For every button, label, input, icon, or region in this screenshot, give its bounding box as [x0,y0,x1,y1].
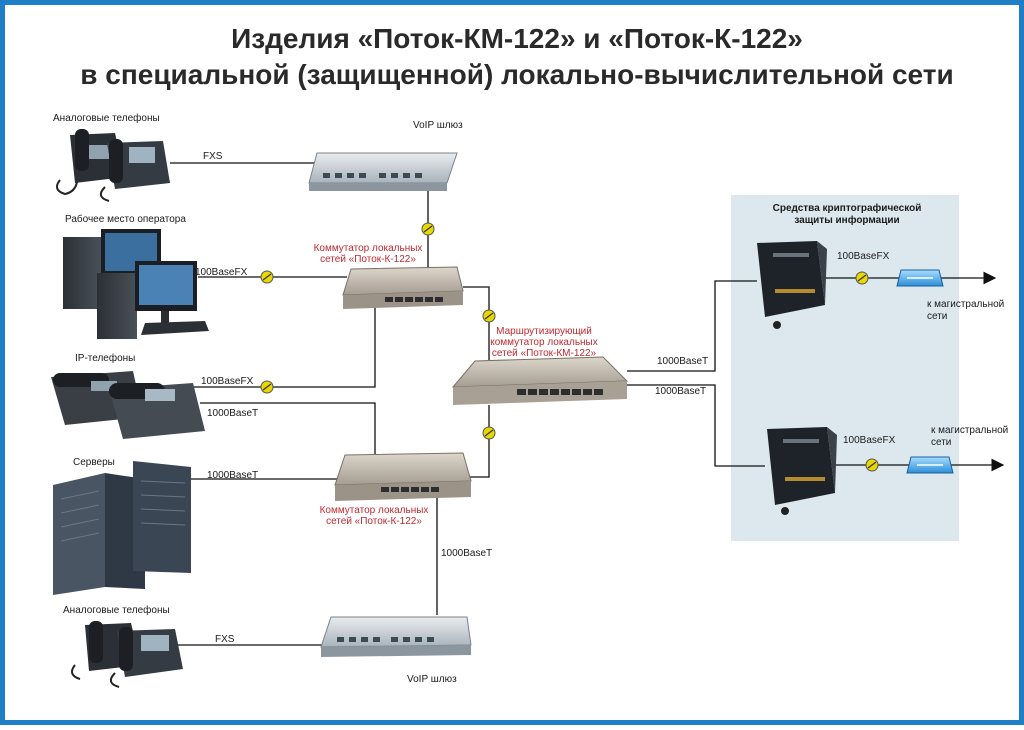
switch-top-device [342,266,464,309]
fiber-markers [260,222,879,472]
link-label-100basefx-crypto-1: 100BaseFX [837,251,890,262]
link-label-1000baset-servers: 1000BaseT [207,470,259,481]
to-backbone-label-1: к магистральной сети [927,299,1005,322]
link-label-1000baset-ipphone: 1000BaseT [207,408,259,419]
link-label-100basefx-workstation: 100BaseFX [195,267,248,278]
voip-gateway-top-label: VoIP шлюз [413,120,463,131]
servers-icon [53,461,191,595]
fiber-marker [482,426,496,440]
link-label-fxs-top: FXS [203,151,223,162]
analog-phones-top-icon [55,129,170,202]
router-switch-device [451,356,629,405]
switch-top-label: Коммутатор локальных сетей «Поток-К-122» [313,243,423,265]
fiber-marker [855,271,869,285]
ip-phones-label: IP-телефоны [75,353,136,364]
router-switch-label: Маршрутизирующий коммутатор локальных се… [490,326,598,359]
link-label-100basefx-ipphone: 100BaseFX [201,376,254,387]
link-label-1000baset-bottom: 1000BaseT [441,548,493,559]
page-title-line-2: в специальной (защищенной) локально-вычи… [80,59,954,90]
fiber-marker [865,458,879,472]
switch-bottom-device [334,452,472,501]
fiber-marker [482,309,496,323]
analog-phones-top-label: Аналоговые телефоны [53,113,160,124]
network-diagram-canvas [51,129,1005,688]
crypto-adapter-1-icon [896,269,944,287]
to-backbone-label-2: к магистральной сети [931,425,1009,448]
link-label-1000baset-router-bottom: 1000BaseT [655,386,707,397]
fiber-marker [260,270,274,284]
link-label-fxs-bottom: FXS [215,634,235,645]
crypto-unit-1-icon [757,241,827,329]
fiber-marker [421,222,435,236]
voip-gateway-bottom-label: VoIP шлюз [407,674,457,685]
ip-phones-icon [51,371,205,439]
link-label-1000baset-router-top: 1000BaseT [657,356,709,367]
servers-label: Серверы [73,457,115,468]
crypto-unit-2-icon [767,427,837,515]
operator-workstation-icon [63,229,209,339]
fiber-marker [260,380,274,394]
crypto-adapter-2-icon [906,456,954,474]
crypto-panel-title: Средства криптографической защиты информ… [772,203,922,226]
voip-gateway-bottom-device [320,616,472,657]
link-label-100basefx-crypto-2: 100BaseFX [843,435,896,446]
operator-workstation-label: Рабочее место оператора [65,214,186,225]
analog-phones-bottom-icon [70,621,183,688]
voip-gateway-top-device [308,152,458,191]
switch-bottom-label: Коммутатор локальных сетей «Поток-К-122» [319,505,429,527]
analog-phones-bottom-label: Аналоговые телефоны [63,605,170,616]
page-title-line-1: Изделия «Поток-КМ-122» и «Поток-К-122» [231,23,803,54]
